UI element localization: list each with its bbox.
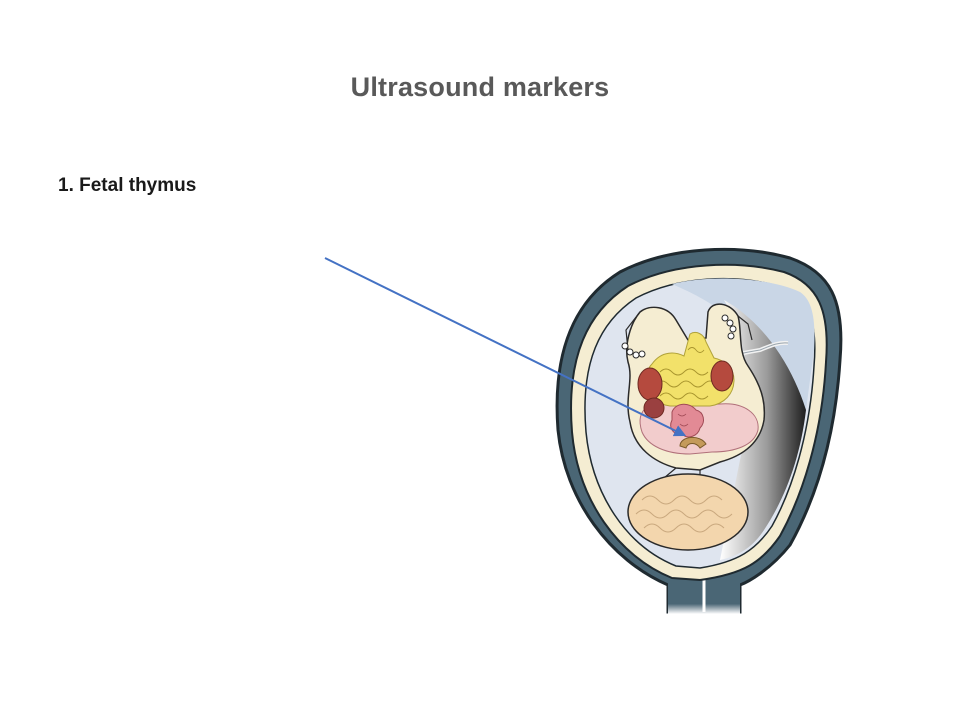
spine-vertebra — [679, 437, 707, 449]
slide-title: Ultrasound markers — [350, 72, 610, 102]
fetal-head — [627, 473, 749, 551]
kidney-left — [637, 367, 663, 401]
list-item-fetal-thymus: 1. Fetal thymus — [58, 175, 197, 196]
pointer-arrow — [324, 257, 687, 437]
kidney-right — [710, 360, 734, 392]
fetal-hands — [621, 314, 737, 359]
brain-gyri — [635, 495, 733, 533]
adrenal-left — [643, 397, 665, 419]
